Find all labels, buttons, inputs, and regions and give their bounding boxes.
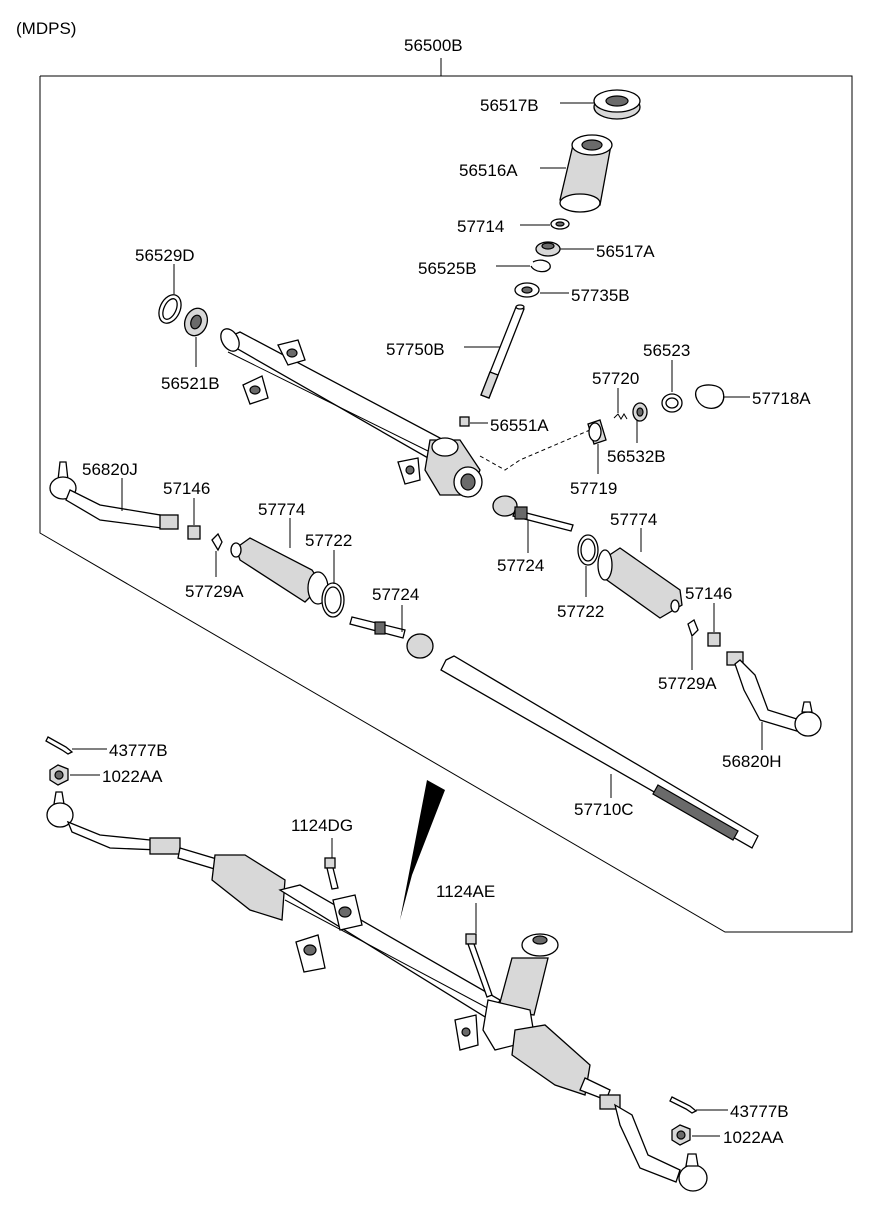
variant-label: (MDPS) [16,19,76,38]
callout-56820H: 56820H [722,752,782,771]
part-43777B-cotter-pin-right [669,1096,698,1114]
part-57724-inner-tie-rod-right [492,495,574,532]
part-57719-yoke [587,419,607,445]
callout-57714: 57714 [457,217,504,236]
callout-57146-right: 57146 [685,584,732,603]
part-56820H-tie-rod-end [726,651,822,737]
part-57720-spring [613,413,628,420]
part-57729A-clip-left [211,532,223,552]
callout-57724-right: 57724 [497,556,544,575]
part-1124DG-bolt [324,857,339,890]
callout-43777B-left: 43777B [109,741,168,760]
callout-57729A-left: 57729A [185,582,244,601]
part-57146-nut-right [707,632,721,647]
callout-57722-right: 57722 [557,602,604,621]
callout-57724-left: 57724 [372,585,419,604]
part-57710C-rack-bar [440,655,759,849]
part-43777B-cotter-pin-left [45,736,74,755]
callout-56517A: 56517A [596,242,655,261]
part-57750B-pinion-shaft [480,304,525,399]
callout-57718A: 57718A [752,389,811,408]
part-56529D-ring [158,294,182,324]
part-rack-housing [220,328,483,498]
part-57774-boot-left [230,537,329,605]
part-57718A-o-ring [694,384,725,409]
part-56516A-housing [559,134,613,213]
part-56523-ring [661,393,683,413]
part-57724-inner-tie-rod-left [349,616,434,659]
callout-57774-right: 57774 [610,510,657,529]
callout-56525B: 56525B [418,259,477,278]
callout-56523: 56523 [643,341,690,360]
callout-56521B: 56521B [161,374,220,393]
assembly-direction-arrow [400,780,445,920]
part-1022AA-nut-left [49,764,69,786]
part-56551A-plug [459,416,470,427]
callout-1022AA-right: 1022AA [723,1128,784,1147]
callout-56516A: 56516A [459,161,518,180]
callout-56551A: 56551A [490,416,549,435]
assembly-frame [39,58,853,933]
part-57722-clamp-left [321,582,345,618]
part-57729A-clip-right [687,619,699,638]
callout-57719: 57719 [570,479,617,498]
callout-56529D: 56529D [135,246,195,265]
part-57722-clamp-right [577,534,599,566]
part-57146-nut-left [187,525,201,540]
callout-1124DG: 1124DG [291,816,353,835]
part-56820J-tie-rod-end [49,461,179,530]
callout-57750B: 57750B [386,340,445,359]
part-56521B-bushing [183,307,209,337]
callout-57735B: 57735B [571,286,630,305]
part-56517A-bearing [535,241,561,257]
part-57774-boot-right [597,547,683,619]
callout-57774-left: 57774 [258,500,305,519]
callout-1124AE: 1124AE [436,882,495,901]
callout-56517B: 56517B [480,96,539,115]
callout-57720: 57720 [592,369,639,388]
callout-56532B: 56532B [607,447,666,466]
callout-57146-left: 57146 [163,479,210,498]
callout-57729A-right: 57729A [658,674,717,693]
callout-57710C: 57710C [574,800,634,819]
callout-1022AA-left: 1022AA [102,767,163,786]
part-56525B-snap-ring [530,259,551,273]
part-57714-washer [550,218,570,230]
part-1124AE-bolt [465,933,493,998]
callout-43777B-right: 43777B [730,1102,789,1121]
callout-57722-left: 57722 [305,531,352,550]
callout-56820J: 56820J [82,460,138,479]
part-57735B-seal [514,282,540,298]
assembled-steering-gear [46,791,708,1192]
part-56517B-cap [593,89,641,120]
assembly-number: 56500B [404,36,463,55]
part-1022AA-nut-right [671,1124,691,1146]
part-56532B-nut [632,402,648,422]
